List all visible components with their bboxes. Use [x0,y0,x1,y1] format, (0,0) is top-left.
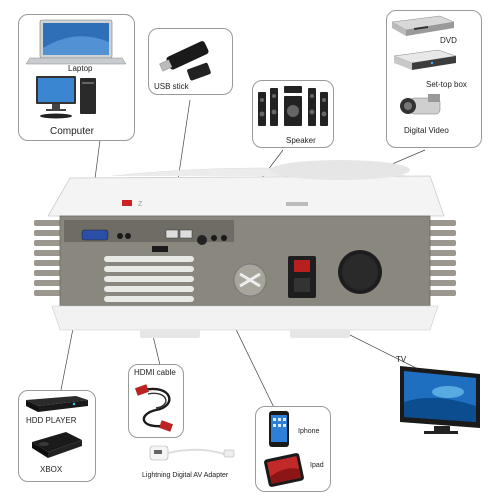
digital-video-camera-icon [400,94,441,115]
ipad-label: Ipad [310,462,324,469]
laptop-icon [26,19,126,65]
hdd-player-icon [26,396,88,412]
speaker-label: Speaker [286,136,316,145]
speaker-icon [258,86,328,126]
dvd-player-icon [391,15,455,36]
projector-icon: Z [34,160,456,338]
lightning-adapter-icon [149,445,235,461]
tv-label: TV [396,355,407,364]
xbox-icon [32,432,82,458]
computer-label: Computer [50,126,94,137]
laptop-label: Laptop [68,64,93,73]
lightning-adapter-label: Lightning Digital AV Adapter [142,472,229,479]
dvd-label: DVD [440,36,457,45]
ipad-icon [264,453,304,487]
svg-text:Z: Z [138,201,143,208]
tv-icon [400,366,480,434]
digital-video-label: Digital Video [404,126,449,135]
usb-stick-label: USB stick [154,82,189,91]
usb-stick-icon [159,41,211,81]
set-top-box-label: Set-top box [426,80,467,89]
iphone-icon [269,411,289,447]
computer-icon [36,76,96,119]
xbox-label: XBOX [40,465,63,474]
hdmi-cable-label: HDMI cable [134,368,176,377]
hdmi-cable-icon [134,384,174,432]
set-top-box-icon [393,49,457,70]
iphone-label: Iphone [298,428,320,435]
hdd-player-label: HDD PLAYER [26,416,77,425]
